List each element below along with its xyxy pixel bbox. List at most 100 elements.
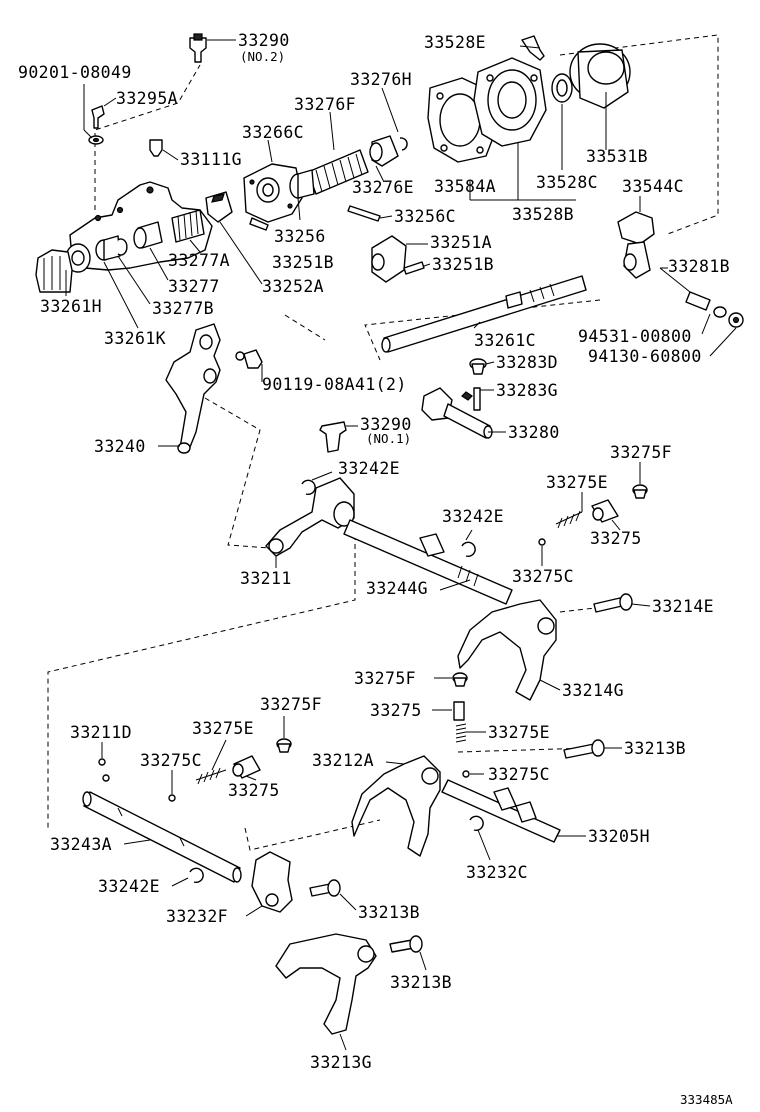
leader-lines — [65, 39, 737, 1051]
shaft-33244G — [343, 519, 513, 605]
label-33205H: 33205H — [588, 827, 650, 846]
seal-33528C — [551, 73, 573, 103]
label-33240: 33240 — [94, 437, 146, 456]
label-33266C: 33266C — [242, 123, 304, 142]
clip-33252A — [205, 191, 233, 223]
lever-33240 — [165, 323, 221, 454]
label-33111G: 33111G — [180, 150, 242, 169]
ball-33275C-left — [168, 794, 176, 802]
label-33275-lower: 33275 — [228, 781, 280, 800]
plug-33275F-mid — [452, 672, 468, 687]
plug-33111G — [149, 139, 163, 157]
plug-33275F-lower — [276, 738, 292, 753]
label-33251B-left: 33251B — [272, 253, 334, 272]
label-33213B-lower: 33213B — [390, 973, 452, 992]
label-33290-no2: 33290 — [238, 31, 290, 50]
label-33283G: 33283G — [496, 381, 558, 400]
plug-33290-no1 — [319, 421, 347, 453]
label-33213B-mid: 33213B — [358, 903, 420, 922]
label-33256C: 33256C — [394, 207, 456, 226]
label-33261C: 33261C — [474, 331, 536, 350]
label-94531-00800: 94531-00800 — [578, 327, 692, 346]
spring-33275E-mid — [455, 723, 467, 743]
label-33211D: 33211D — [70, 723, 132, 742]
label-33251A: 33251A — [430, 233, 492, 252]
ball-33275C-right — [462, 770, 470, 778]
shaft-33280 — [421, 387, 493, 439]
label-33544C: 33544C — [622, 177, 684, 196]
bolt-33295A — [91, 105, 105, 129]
label-33213G: 33213G — [310, 1053, 372, 1072]
label-33276H: 33276H — [350, 70, 412, 89]
cap-33276H — [369, 135, 399, 167]
ball-33275C-upper — [538, 538, 546, 546]
rod-33275-upper — [591, 499, 619, 523]
label-33243A: 33243A — [50, 835, 112, 854]
bolt-33213B-lower — [389, 935, 423, 953]
label-33281B: 33281B — [668, 257, 730, 276]
diagram-id: 333485A — [680, 1092, 733, 1107]
label-33275C-right: 33275C — [488, 765, 550, 784]
label-33290-no1-sub: (NO.1) — [366, 431, 411, 446]
label-33214E: 33214E — [652, 597, 714, 616]
label-33277A: 33277A — [168, 251, 230, 270]
label-33212A: 33212A — [312, 751, 374, 770]
bushing-33261K — [95, 235, 121, 261]
shaft-33205H — [441, 779, 561, 843]
label-33275E-lower: 33275E — [192, 719, 254, 738]
label-33528B: 33528B — [512, 205, 574, 224]
label-33275C-upper: 33275C — [512, 567, 574, 586]
rod-33275-lower — [232, 755, 261, 779]
pin-33283G — [473, 387, 481, 411]
label-94130-60800: 94130-60800 — [588, 347, 702, 366]
rod-33275-mid — [453, 701, 465, 721]
clip-33242E-lower — [189, 867, 204, 884]
plug-33275F-upper — [632, 484, 648, 499]
label-33276E: 33276E — [352, 178, 414, 197]
label-33214G: 33214G — [562, 681, 624, 700]
label-33261K: 33261K — [104, 329, 166, 348]
label-33242E-mid: 33242E — [442, 507, 504, 526]
label-33275C-left: 33275C — [140, 751, 202, 770]
part-labels: 33290 (NO.2) 90201-08049 33295A 33528E 3… — [18, 31, 733, 1107]
label-33275F-upper: 33275F — [610, 443, 672, 462]
label-33275E-upper: 33275E — [546, 473, 608, 492]
fork-33212A — [351, 755, 441, 857]
cover-33261H — [35, 249, 73, 293]
label-33261H: 33261H — [40, 297, 102, 316]
knob-33544C — [617, 211, 655, 279]
clip-33232C — [469, 815, 484, 832]
label-33232F: 33232F — [166, 907, 228, 926]
pin-33256 — [249, 217, 269, 231]
washer-90201 — [88, 135, 104, 145]
label-33275F-lower: 33275F — [260, 695, 322, 714]
label-33252A: 33252A — [262, 277, 324, 296]
sleeve-33277 — [133, 221, 163, 249]
label-33244G: 33244G — [366, 579, 428, 598]
label-33584A: 33584A — [434, 177, 496, 196]
pin-33256C — [347, 205, 381, 222]
collar-33276E — [289, 169, 315, 199]
label-33256: 33256 — [274, 227, 326, 246]
fork-33214G — [457, 599, 557, 701]
label-33211: 33211 — [240, 569, 292, 588]
label-33531B: 33531B — [586, 147, 648, 166]
plug-33283D — [469, 358, 487, 375]
cover-33531B — [569, 43, 631, 109]
label-33528E: 33528E — [424, 33, 486, 52]
bolt-90119 — [235, 349, 263, 369]
label-33242E-upper: 33242E — [338, 459, 400, 478]
retainer-33528B — [473, 57, 547, 147]
label-33242E-lower: 33242E — [98, 877, 160, 896]
lever-33211 — [265, 477, 355, 557]
bolt-33213B-upper — [563, 739, 605, 759]
ring-33277B — [117, 238, 128, 256]
bolt-33528E — [521, 35, 545, 61]
pin-33251B — [403, 261, 425, 275]
label-33276F: 33276F — [294, 95, 356, 114]
label-33290-no1: 33290 — [360, 415, 412, 434]
pin-94130 — [728, 312, 744, 328]
assembly-boundary-lines — [47, 34, 719, 851]
label-33283D: 33283D — [496, 353, 558, 372]
